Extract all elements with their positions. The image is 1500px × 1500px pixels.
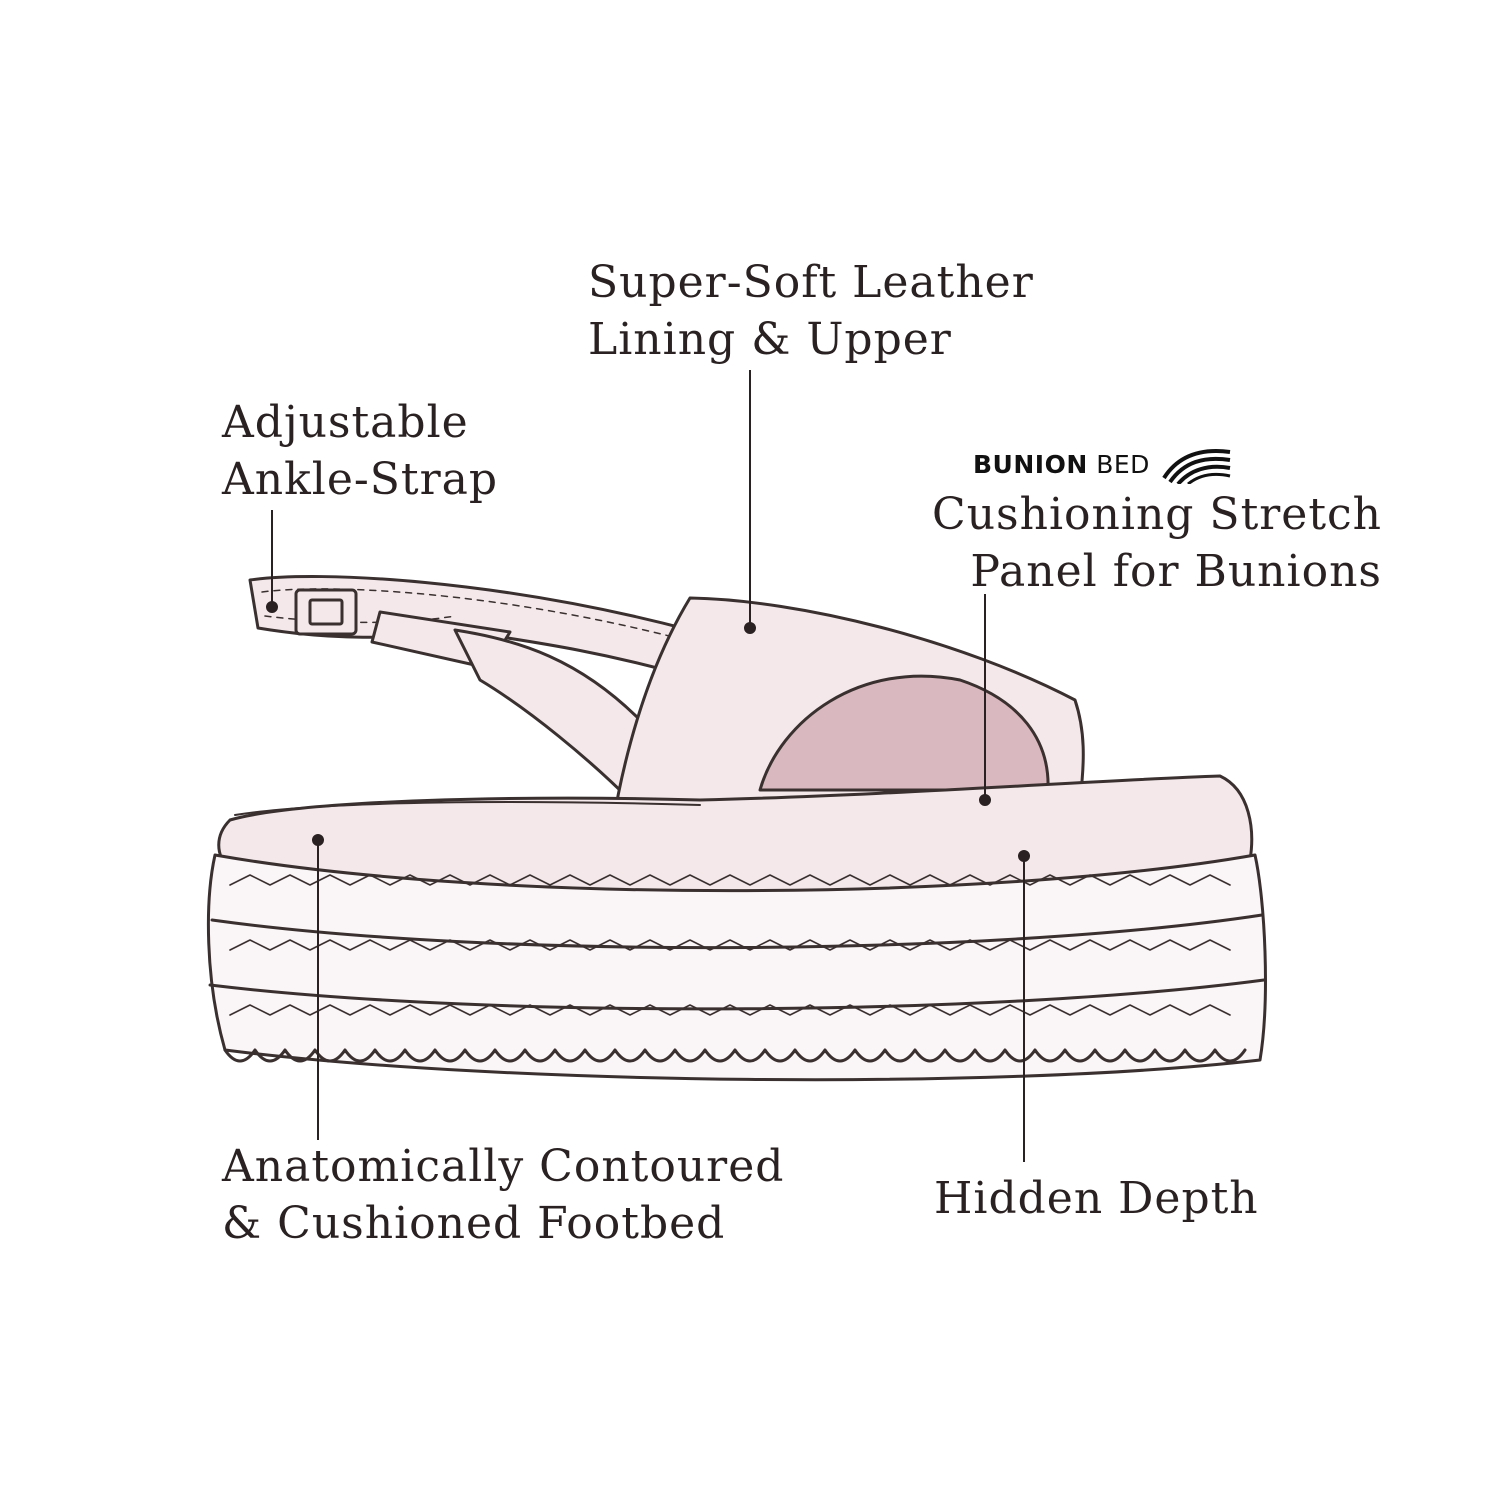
braid-texture [229, 874, 1231, 1016]
strap-stitching [261, 588, 686, 641]
brand-name: BUNION BED [973, 450, 1150, 479]
callout-leather-lining: Super-Soft Leather Lining & Upper [588, 257, 1034, 365]
bunion-bed-brand: BUNION BED [973, 444, 1234, 484]
stripe-wave-logo-icon [1162, 449, 1231, 484]
callout-ankle-strap: Adjustable Ankle-Strap [222, 397, 499, 505]
brand-word-bunion: BUNION [973, 449, 1088, 479]
buckle-icon [294, 588, 358, 636]
callout-hidden-depth: Hidden Depth [934, 1173, 1259, 1224]
callout-bunion-panel: Cushioning Stretch Panel for Bunions [932, 489, 1382, 597]
outsole-tread [223, 1048, 1247, 1063]
callout-footbed: Anatomically Contoured & Cushioned Footb… [222, 1141, 785, 1249]
footbed-inner [234, 801, 701, 816]
bunion-panel [758, 674, 1050, 792]
callout-lines [266, 370, 1030, 1162]
braid-band-1 [210, 913, 1264, 950]
brand-word-bed: BED [1096, 449, 1150, 479]
braid-band-2 [208, 978, 1266, 1011]
